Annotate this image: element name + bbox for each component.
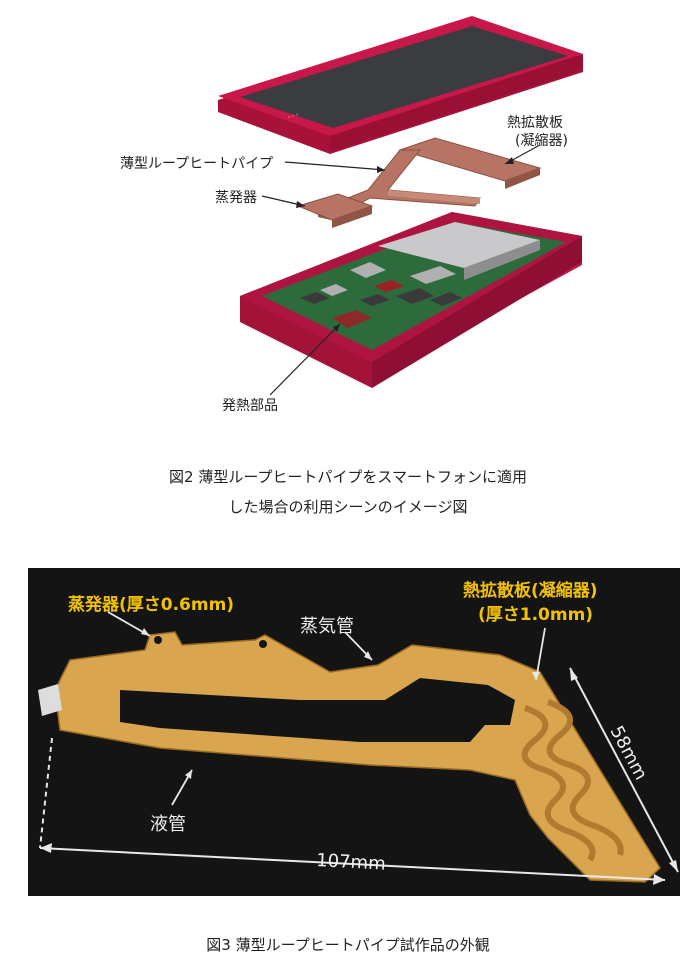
label-heat-spreader-1: 熱拡散板 [507, 115, 563, 131]
figure2-caption-line2: した場合の利用シーンのイメージ図 [228, 498, 468, 516]
phone-logo: ◦◦◦ [286, 111, 300, 122]
label-heat-spreader-2: (凝縮器) [515, 133, 568, 149]
figure3-caption: 図3 薄型ループヒートパイプ試作品の外観 [206, 936, 490, 954]
condenser-serpentine [521, 705, 596, 862]
label-vapor-line: 蒸気管 [300, 616, 354, 637]
label-loop-heat-pipe: 薄型ループヒートパイプ [120, 156, 273, 172]
figure2-caption-line1: 図2 薄型ループヒートパイプをスマートフォンに適用 [169, 468, 527, 486]
figure3-leaders [107, 611, 546, 806]
label-heat-spreader-photo-2: (厚さ1.0mm) [478, 605, 593, 625]
phone-front-cover: ◦◦◦ [218, 16, 583, 154]
figure3-photo: 蒸発器(厚さ0.6mm) 熱拡散板(凝縮器) (厚さ1.0mm) 蒸気管 液管 … [28, 568, 680, 896]
leader-heat-source [269, 323, 341, 396]
dim-107mm-line [39, 847, 666, 881]
label-evaporator-photo: 蒸発器(厚さ0.6mm) [68, 594, 234, 615]
label-heat-source: 発熱部品 [222, 398, 278, 414]
heat-spreader-plate [398, 137, 542, 189]
dim-58mm-line [569, 667, 679, 873]
dimension-lines [39, 667, 679, 885]
label-heat-spreader-photo-1: 熱拡散板(凝縮器) [463, 580, 598, 601]
label-width-dimension: 107mm [316, 850, 386, 875]
figure2-leaders [261, 144, 541, 396]
leader-loop-heat-pipe [284, 161, 386, 171]
prototype-heat-pipe [54, 631, 661, 883]
evaporator-plate [296, 193, 374, 228]
label-evaporator: 蒸発器 [215, 190, 257, 206]
phone-back-case [240, 212, 582, 388]
label-liquid-line: 液管 [150, 814, 186, 835]
heat-source-chip [332, 310, 372, 328]
loop-cutout [120, 678, 515, 742]
figure2-illustration: ◦◦◦ [120, 16, 583, 414]
battery-block [378, 222, 540, 268]
